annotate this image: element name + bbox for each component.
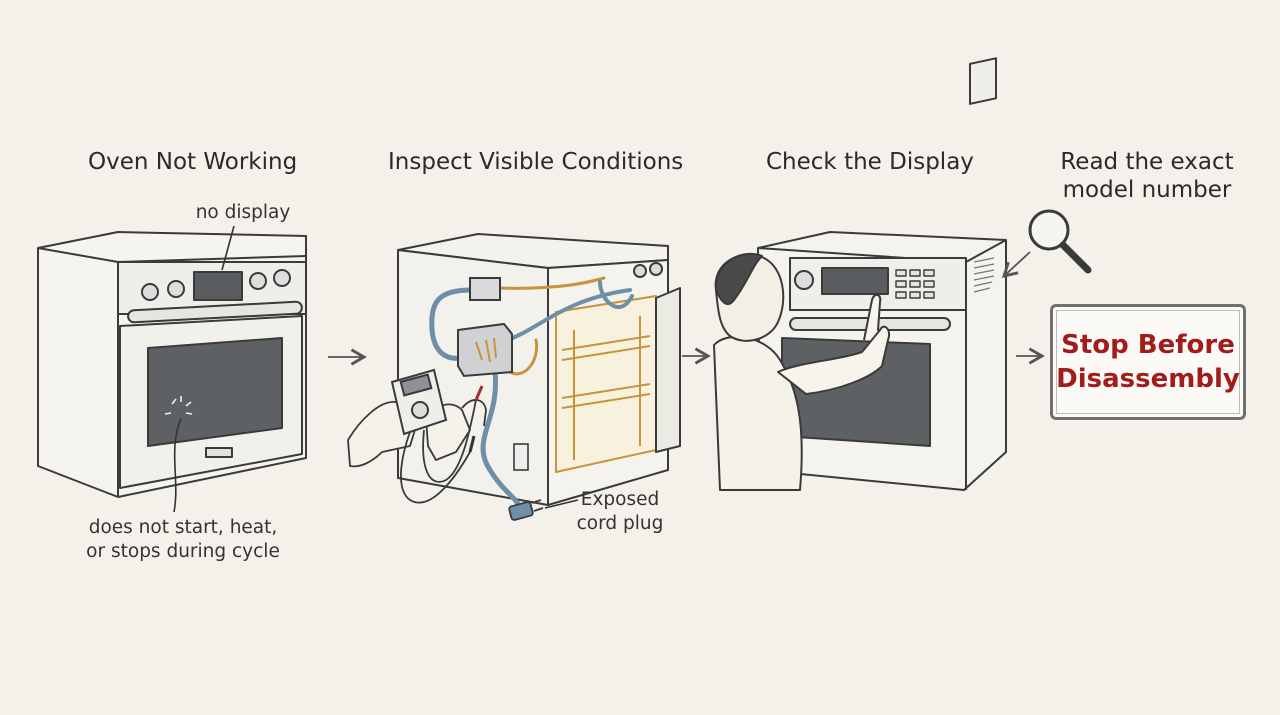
- oven-inspection: [397, 233, 681, 506]
- cord-plug-note: Exposed cord plug: [576, 489, 664, 534]
- symptom-note: does not start, heat, or stops during cy…: [86, 517, 280, 562]
- stop-before-disassembly-box: Stop Before Disassembly: [1050, 304, 1246, 420]
- step-title-check-the-display: Check the Display: [766, 149, 974, 175]
- model-number-leader: [1001, 251, 1031, 278]
- step-title-inspect-visible-conditions: Inspect Visible Conditions: [388, 149, 684, 175]
- person-checking-display: [713, 253, 890, 491]
- magnifier-icon: [1028, 209, 1092, 274]
- junction-box-top: [469, 277, 501, 301]
- junction-box-main: [457, 322, 513, 378]
- oven-not-working: [37, 231, 307, 498]
- step-title-oven-not-working: Oven Not Working: [88, 149, 298, 175]
- no-display-leader: [221, 225, 235, 271]
- no-display-note: no display: [195, 202, 291, 223]
- multimeter-icon: [390, 368, 448, 436]
- model-label-lines: [973, 257, 995, 293]
- probe-leads: [400, 385, 484, 504]
- wall-outlet: [513, 443, 529, 471]
- symptom-leader: [173, 417, 182, 513]
- stop-before-disassembly-text: Stop Before Disassembly: [1056, 330, 1240, 394]
- cord-plug-leader: [544, 499, 579, 509]
- plug-icon: [508, 499, 544, 521]
- step-title-read-model-number: Read the exact model number: [1060, 149, 1234, 203]
- wiring: [429, 276, 634, 515]
